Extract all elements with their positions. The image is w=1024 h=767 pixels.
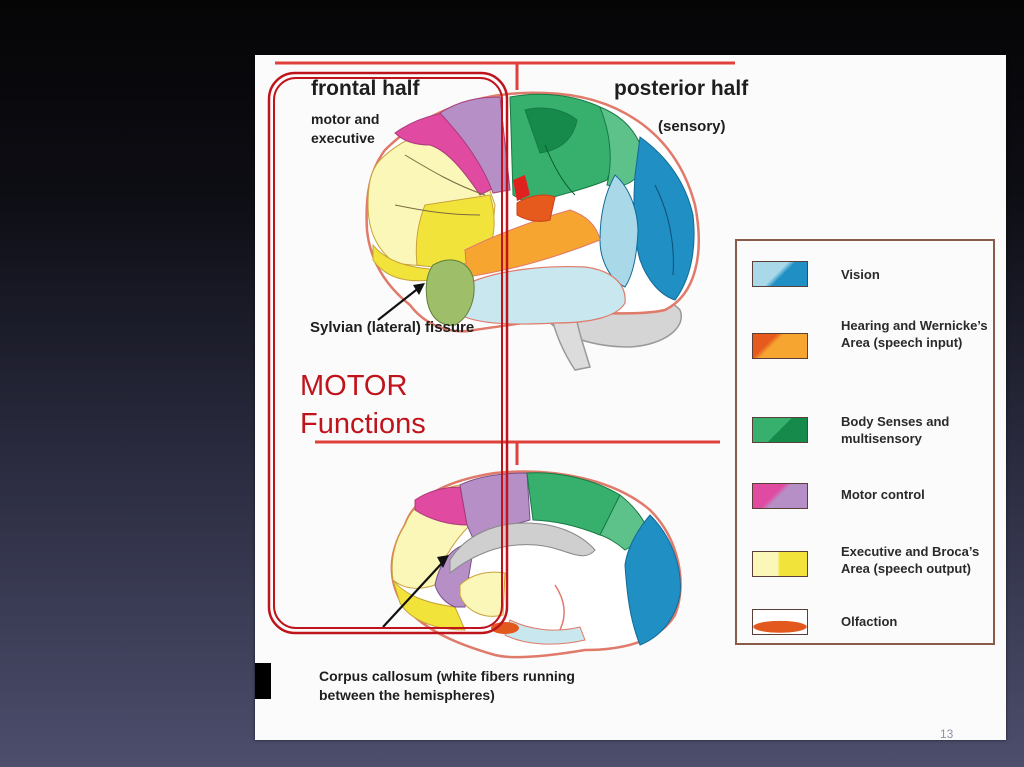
sylvian-arrow <box>377 283 425 321</box>
legend-label: Hearing and Wernicke’s Area (speech inpu… <box>841 318 988 350</box>
medial-brain-view <box>390 470 682 659</box>
executive-broca-swatch <box>752 551 808 577</box>
motor-control-swatch <box>752 483 808 509</box>
sensory-label: (sensory) <box>658 118 726 135</box>
vision-swatch <box>752 261 808 287</box>
legend-label: Motor control <box>841 487 925 502</box>
legend-label: Executive and Broca’s Area (speech outpu… <box>841 544 980 576</box>
corpus-callosum-label: Corpus callosum (white fibers running be… <box>319 668 575 703</box>
posterior-half-label: posterior half <box>614 77 749 100</box>
slide-number: 13 <box>940 727 954 741</box>
frontal-half-label: frontal half <box>311 77 420 100</box>
lateral-brain-view <box>365 91 700 371</box>
legend-label: Vision <box>841 267 880 282</box>
corpus-callosum-arrow <box>382 555 449 628</box>
olfaction-swatch <box>752 609 808 635</box>
edge-artifact <box>255 663 271 699</box>
brain-illustration <box>267 61 735 659</box>
motor-functions-annotation: MOTOR Functions <box>300 370 426 440</box>
motor-executive-label: motor and executive <box>311 111 380 146</box>
hearing-swatch <box>752 333 808 359</box>
color-legend: Vision Hearing and Wernicke’s Area (spee… <box>735 239 995 645</box>
legend-label: Body Senses and multisensory <box>841 414 950 446</box>
brain-diagram-figure: frontal half motor and executive posteri… <box>255 55 1006 740</box>
body-senses-swatch <box>752 417 808 443</box>
motor-highlight-box <box>267 71 509 635</box>
legend-label: Olfaction <box>841 614 898 629</box>
sylvian-fissure-label: Sylvian (lateral) fissure <box>310 319 475 336</box>
